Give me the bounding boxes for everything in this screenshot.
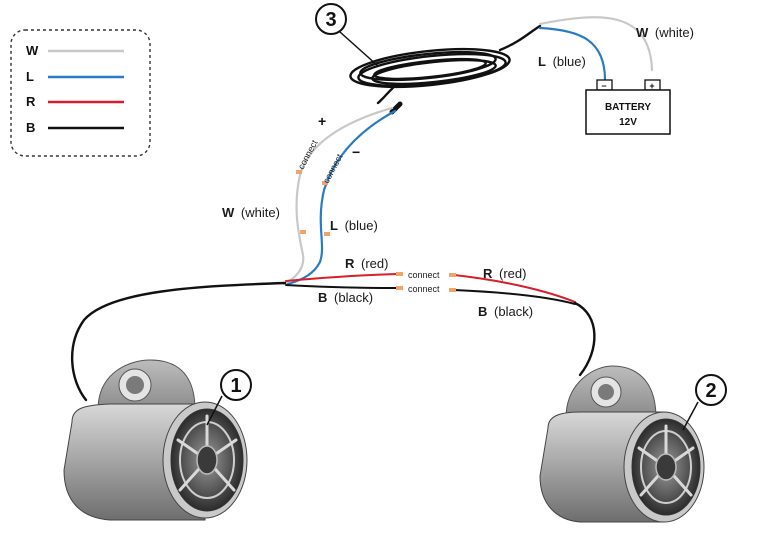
battery-body	[585, 89, 671, 135]
left-red-name: (red)	[361, 256, 388, 271]
harness-connect-white: connect	[296, 138, 320, 171]
callout-1: 1	[206, 369, 252, 426]
power-harness-coil	[349, 24, 542, 105]
battery-neg-sign: −	[601, 81, 606, 91]
wire-color-legend: W L R B	[10, 29, 151, 157]
legend-box	[10, 29, 151, 157]
legend-letter-r: R	[26, 94, 36, 109]
right-red-wire	[453, 274, 576, 303]
feed-white-name: (white)	[241, 205, 280, 220]
right-red-name: (red)	[499, 266, 526, 281]
feed-blue-wire	[286, 109, 397, 286]
feed-white-label: W (white)	[222, 205, 280, 220]
right-red-label: R (red)	[483, 266, 526, 281]
left-black-letter: B	[318, 290, 327, 305]
right-black-letter: B	[478, 304, 487, 319]
right-black-wire	[453, 289, 576, 305]
feed-blue-letter: L	[330, 218, 338, 233]
speaker-connect-red: connect	[408, 270, 440, 280]
battery-blue-label: L (blue)	[538, 54, 586, 69]
feed-blue-name: (blue)	[345, 218, 378, 233]
battery: − + BATTERY 12V	[585, 79, 671, 135]
battery-pos-sign: +	[649, 81, 654, 91]
speaker-wires	[71, 272, 596, 402]
battery-white-letter: W	[636, 25, 649, 40]
left-speaker-cable	[71, 281, 287, 402]
right-speaker-cable	[573, 301, 596, 377]
left-black-wire	[285, 284, 399, 289]
battery-white-wire	[538, 16, 654, 72]
callout-1-number: 1	[230, 375, 241, 397]
left-black-label: B (black)	[318, 290, 373, 305]
speaker-1	[63, 359, 248, 521]
left-black-name: (black)	[334, 290, 373, 305]
callout-3-number: 3	[325, 9, 336, 31]
battery-wires	[538, 16, 654, 82]
legend-letter-b: B	[26, 120, 35, 135]
battery-blue-wire	[538, 26, 607, 82]
battery-voltage: 12V	[619, 117, 637, 128]
left-red-letter: R	[345, 256, 355, 271]
left-red-wire	[285, 273, 399, 282]
battery-white-name: (white)	[655, 25, 694, 40]
speaker-connect-black: connect	[408, 284, 440, 294]
callout-2-number: 2	[705, 380, 716, 402]
right-black-name: (black)	[494, 304, 533, 319]
feed-white-wire	[282, 106, 394, 286]
power-feed-wires	[282, 101, 403, 286]
battery-title: BATTERY	[605, 102, 651, 113]
left-red-label: R (red)	[345, 256, 388, 271]
right-red-letter: R	[483, 266, 493, 281]
harness-plus-sign: +	[318, 113, 326, 129]
legend-letter-l: L	[26, 69, 34, 84]
feed-blue-label: L (blue)	[330, 218, 378, 233]
right-black-label: B (black)	[478, 304, 533, 319]
callout-2: 2	[682, 374, 727, 431]
battery-blue-name: (blue)	[553, 54, 586, 69]
callout-3: 3	[315, 3, 379, 67]
harness-connect-blue: connect	[321, 152, 345, 185]
legend-letter-w: W	[26, 43, 39, 58]
battery-blue-letter: L	[538, 54, 546, 69]
speaker-2	[539, 365, 705, 523]
harness-minus-sign: −	[352, 144, 360, 160]
feed-white-letter: W	[222, 205, 235, 220]
battery-white-label: W (white)	[636, 25, 694, 40]
